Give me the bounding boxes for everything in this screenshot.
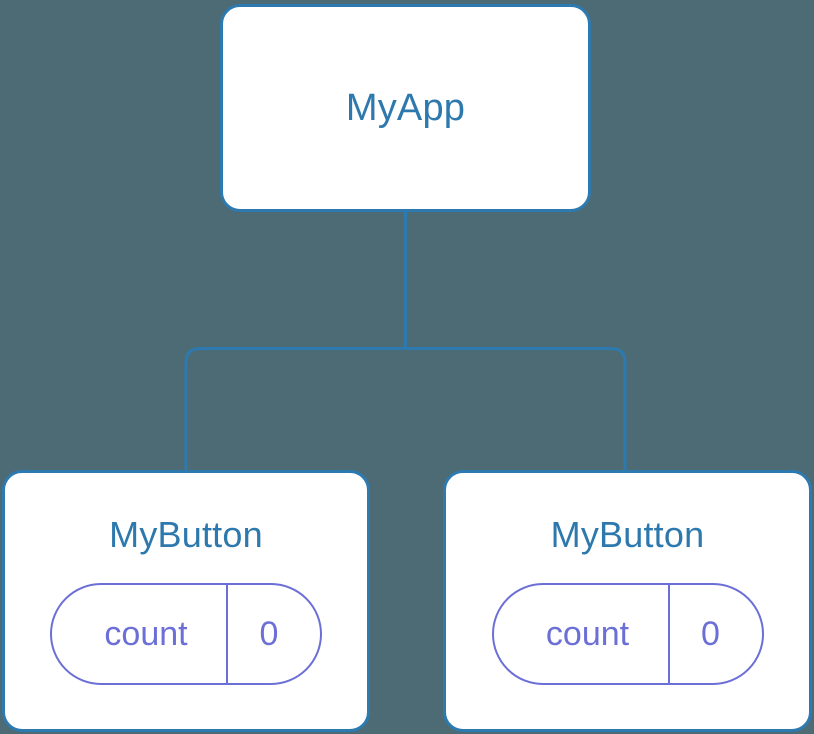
- node-mybutton-1[interactable]: MyButton count 0: [2, 470, 370, 732]
- node-mybutton-2-label: MyButton: [550, 514, 705, 555]
- state-pill-2-key: count: [545, 615, 630, 653]
- connector-branch-left: [184, 347, 406, 472]
- state-pill-2[interactable]: count 0: [491, 583, 764, 685]
- node-mybutton-1-label: MyButton: [109, 514, 263, 555]
- state-pill-1-key: count: [104, 615, 188, 653]
- state-pill-1-value: 0: [259, 615, 279, 653]
- node-myapp-label: MyApp: [345, 87, 466, 129]
- node-myapp[interactable]: MyApp: [220, 4, 591, 212]
- state-pill-1-divider: [226, 585, 228, 683]
- connector-branch-right: [405, 347, 627, 472]
- node-mybutton-2[interactable]: MyButton count 0: [443, 470, 812, 732]
- state-pill-2-value: 0: [701, 615, 720, 653]
- state-pill-1[interactable]: count 0: [50, 583, 322, 685]
- state-pill-2-divider: [667, 585, 670, 683]
